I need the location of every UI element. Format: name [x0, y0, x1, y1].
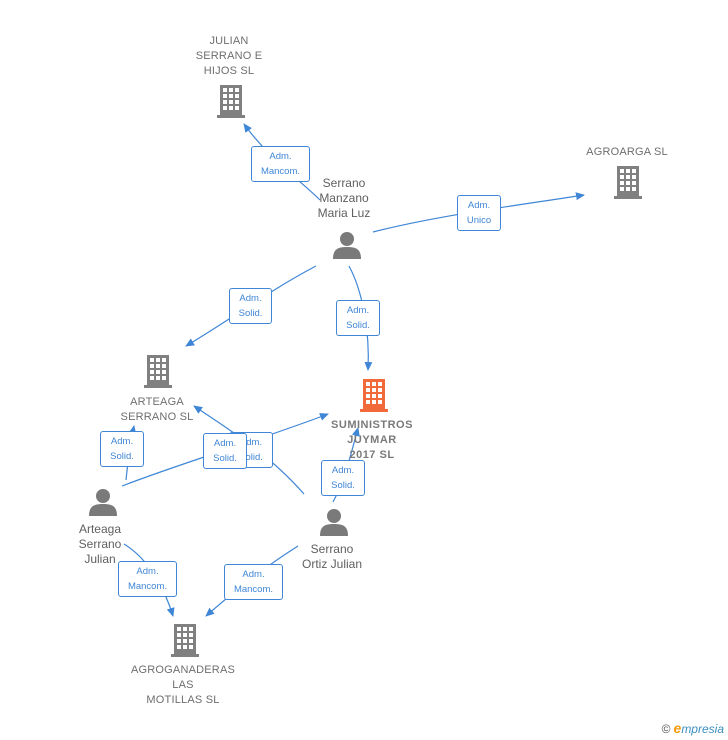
building-icon-arteaga-sl[interactable]: [144, 355, 172, 388]
edge-label-adm-unico: Adm. Unico: [457, 195, 501, 231]
edge-label-adm-mancom: Adm. Mancom.: [118, 561, 177, 597]
edge-label-adm-solid: Adm. Solid.: [321, 460, 365, 496]
building-icon-julian-hijos[interactable]: [217, 85, 245, 118]
brand-logo-e: e: [673, 720, 682, 736]
edge-label-adm-solid: Adm. Solid.: [100, 431, 144, 467]
person-icon-arteaga-julian[interactable]: [89, 489, 117, 516]
edge-label-adm-solid: Adm. Solid.: [229, 288, 272, 324]
node-label-arteaga-sl[interactable]: ARTEAGA SERRANO SL: [120, 396, 194, 423]
edge-label-adm-solid: Adm. Solid.: [336, 300, 380, 336]
node-label-agroganaderas[interactable]: AGROGANADERAS LAS MOTILLAS SL: [130, 664, 236, 706]
node-label-suministros[interactable]: SUMINISTROS JUYMAR 2017 SL: [331, 419, 413, 461]
node-label-agroarga[interactable]: AGROARGA SL: [586, 146, 668, 158]
edge-label-adm-mancom: Adm. Mancom.: [251, 146, 310, 182]
building-icon-suministros[interactable]: [360, 379, 388, 412]
node-label-arteaga-julian[interactable]: Arteaga Serrano Julian: [78, 522, 122, 566]
node-label-serrano-ortiz[interactable]: Serrano Ortiz Julian: [301, 542, 363, 571]
brand-logo-text: mpresia: [681, 722, 724, 736]
building-icon-agroarga[interactable]: [614, 166, 642, 199]
edge-label-adm-mancom: Adm. Mancom.: [224, 564, 283, 600]
person-icon-serrano-ortiz[interactable]: [320, 509, 348, 536]
brand-footer[interactable]: ©empresia: [662, 720, 724, 736]
node-label-serrano-manzano[interactable]: Serrano Manzano Maria Luz: [317, 176, 371, 220]
edge-label-adm-solid: Adm. Solid.: [203, 433, 247, 469]
copyright-symbol: ©: [661, 722, 671, 736]
node-label-julian-hijos[interactable]: JULIAN SERRANO E HIJOS SL: [195, 35, 263, 77]
person-icon-serrano-manzano[interactable]: [333, 232, 361, 259]
building-icon-agroganaderas[interactable]: [171, 624, 199, 657]
